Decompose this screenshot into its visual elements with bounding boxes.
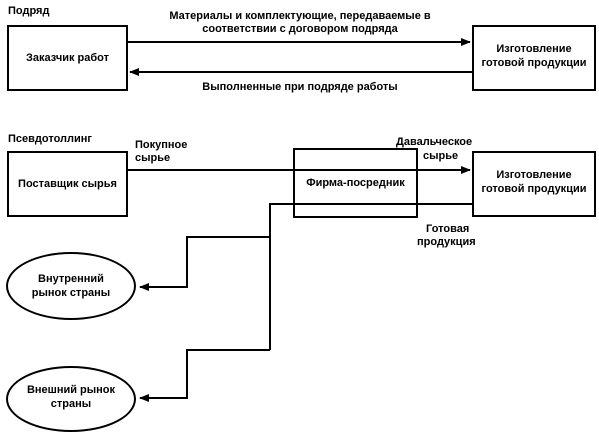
- intermediary-box-label: Фирма-посредник: [306, 177, 405, 189]
- supplier-box-label: Поставщик сырья: [18, 178, 117, 190]
- materials-label-line2: соответствии с договором подряда: [202, 23, 398, 35]
- foreign-market-line2: страны: [50, 398, 92, 410]
- works-label: Выполненные при подряде работы: [202, 81, 398, 93]
- domestic-market-oval: [6, 252, 136, 320]
- domestic-branch-arrow: [139, 236, 270, 291]
- production-box-2-line1: Изготовление: [496, 169, 572, 181]
- finished-product-line1: Готовая: [426, 223, 470, 235]
- foreign-branch-arrow: [139, 349, 270, 402]
- finished-product-line: [269, 203, 472, 350]
- production-box-1-line2: готовой продукции: [481, 57, 587, 69]
- customer-box: [7, 25, 128, 91]
- section-title-pseudotolling: Псевдотоллинг: [8, 133, 92, 145]
- foreign-market-oval: [6, 366, 136, 432]
- tolling-material-line1: Давальческое: [396, 136, 473, 148]
- intermediary-box: [293, 148, 418, 218]
- production-box-1: [472, 25, 596, 91]
- finished-product-line2: продукция: [417, 236, 476, 248]
- materials-label-line1: Материалы и комплектующие, передаваемые …: [169, 10, 431, 22]
- customer-box-label: Заказчик работ: [26, 52, 109, 64]
- production-box-2: [472, 151, 596, 217]
- domestic-market-line1: Внутренний: [38, 273, 104, 285]
- foreign-market-line1: Внешний рынок: [26, 384, 116, 396]
- purchased-material-line2: сырье: [135, 152, 171, 164]
- domestic-market-line2: рынок страны: [31, 287, 111, 299]
- supplier-box: [7, 151, 128, 217]
- section-title-contract: Подряд: [8, 5, 50, 17]
- production-box-2-line2: готовой продукции: [481, 183, 587, 195]
- tolling-material-line2: сырье: [423, 150, 459, 162]
- production-box-1-line1: Изготовление: [496, 43, 572, 55]
- purchased-material-line1: Покупное: [135, 139, 188, 151]
